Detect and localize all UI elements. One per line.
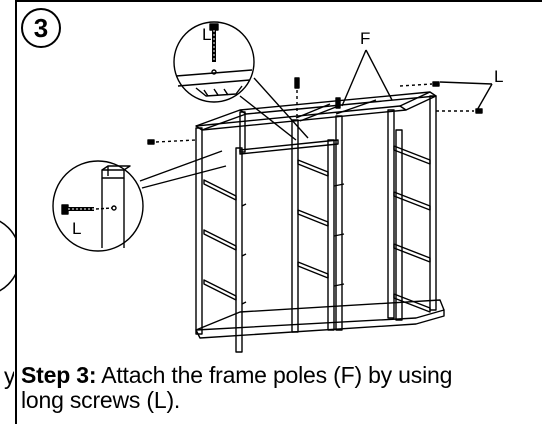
step-instruction-line-2: long screws (L). xyxy=(21,387,181,413)
previous-step-text-fragment: y xyxy=(0,364,14,389)
step-instruction-line-1: Attach the frame poles (F) by using xyxy=(96,362,453,388)
side-detail-screw-label: L xyxy=(72,219,81,238)
front-middle-poles xyxy=(291,115,343,333)
step-title: Step 3: xyxy=(21,362,97,388)
top-screw-detail-callout xyxy=(173,21,309,141)
previous-step-fragment-letter: y xyxy=(4,364,14,389)
long-screws xyxy=(147,77,483,145)
frame-pole-label: F xyxy=(360,29,370,48)
step-instruction: Step 3: Attach the frame poles (F) by us… xyxy=(21,363,536,413)
step-number-badge: 3 xyxy=(21,8,61,48)
top-detail-screw-label: L xyxy=(202,25,211,44)
front-left-pole xyxy=(195,127,243,353)
step-number: 3 xyxy=(33,12,49,43)
side-screw-detail-callout xyxy=(52,150,227,252)
assembly-illustration: F L L L xyxy=(52,21,503,353)
right-shelf-brackets xyxy=(393,145,431,313)
long-screw-pointer xyxy=(439,81,493,113)
front-top-rail xyxy=(195,105,407,131)
previous-step-circle-fragment xyxy=(0,220,16,292)
frame-pole-pointer xyxy=(341,49,393,107)
middle-shelf-brackets xyxy=(297,159,345,287)
right-poles xyxy=(387,95,437,321)
top-rule xyxy=(15,0,542,2)
shelf-base xyxy=(195,299,445,339)
long-screw-label: L xyxy=(494,67,503,86)
left-shelf-brackets xyxy=(203,179,247,305)
column-divider xyxy=(15,0,17,424)
